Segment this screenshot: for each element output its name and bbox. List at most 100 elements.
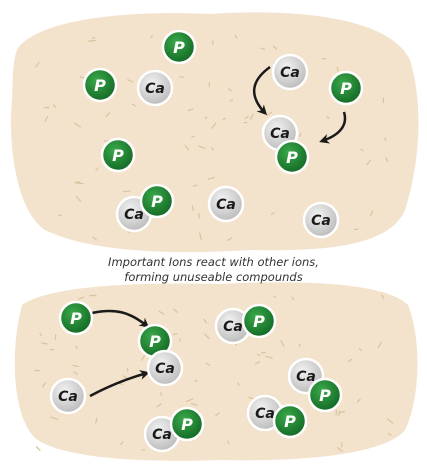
soil-speck bbox=[184, 145, 190, 151]
soil-speck bbox=[191, 135, 195, 138]
soil-speck bbox=[280, 340, 285, 347]
ion-label: Ca bbox=[311, 213, 331, 229]
soil-speck bbox=[72, 364, 79, 368]
soil-speck bbox=[260, 47, 266, 51]
soil-speck bbox=[381, 294, 385, 299]
soil-speck bbox=[35, 446, 41, 451]
curved-arrow-icon bbox=[89, 370, 150, 398]
soil-speck bbox=[337, 410, 341, 417]
soil-speck bbox=[347, 358, 353, 363]
ion-label: Ca bbox=[270, 126, 290, 142]
soil-speck bbox=[190, 403, 198, 406]
ion-label: P bbox=[253, 312, 265, 331]
soil-speck bbox=[41, 342, 48, 345]
soil-speck bbox=[199, 232, 202, 240]
soil-speck bbox=[215, 412, 220, 417]
soil-speck bbox=[74, 122, 81, 128]
soil-speck bbox=[204, 116, 208, 120]
soil-speck bbox=[326, 115, 330, 119]
ion-label: Ca bbox=[280, 65, 300, 81]
soil-speck bbox=[273, 295, 277, 298]
phosphorus-ion: P bbox=[328, 70, 364, 106]
soil-speck bbox=[234, 34, 238, 39]
soil-speck bbox=[131, 103, 136, 107]
soil-speck bbox=[228, 87, 232, 92]
curved-arrow-icon bbox=[91, 309, 150, 328]
soil-speck bbox=[229, 98, 233, 102]
ion-label: Ca bbox=[223, 319, 243, 335]
ion-label: Ca bbox=[124, 207, 144, 223]
phosphorus-ion: P bbox=[241, 303, 277, 339]
ion-label: Ca bbox=[58, 389, 78, 405]
soil-speck bbox=[203, 318, 207, 324]
soil-speck bbox=[387, 432, 392, 436]
calcium-ion: Ca bbox=[271, 53, 309, 91]
phosphorus-ion: P bbox=[58, 300, 94, 336]
soil-speck bbox=[369, 210, 374, 217]
soil-speck bbox=[95, 417, 98, 424]
phosphorus-ion: P bbox=[161, 29, 197, 65]
soil-speck bbox=[261, 351, 266, 354]
ion-label: P bbox=[70, 309, 82, 328]
soil-speck bbox=[387, 418, 394, 424]
ion-label: P bbox=[112, 146, 124, 165]
soil-speck bbox=[39, 332, 42, 336]
calcium-ion: Ca bbox=[146, 349, 184, 387]
phosphorus-ion: P bbox=[139, 183, 175, 219]
ion-label: P bbox=[94, 76, 106, 95]
soil-speck bbox=[384, 137, 387, 141]
soil-speck bbox=[53, 104, 57, 108]
ion-label: Ca bbox=[155, 361, 175, 377]
soil-speck bbox=[95, 167, 99, 171]
soil-speck bbox=[237, 382, 240, 386]
soil-speck bbox=[186, 398, 194, 403]
soil-speck bbox=[222, 117, 226, 120]
phosphorus-ion: P bbox=[274, 139, 310, 175]
soil-speck bbox=[156, 403, 162, 408]
soil-patch-bottom bbox=[14, 282, 418, 461]
calcium-ion: Ca bbox=[207, 185, 245, 223]
soil-speck bbox=[198, 145, 206, 149]
soil-speck bbox=[140, 354, 146, 361]
phosphorus-ion: P bbox=[307, 377, 343, 413]
phosphorus-ion: P bbox=[272, 403, 308, 439]
soil-speck bbox=[92, 236, 97, 241]
soil-speck bbox=[198, 212, 200, 219]
soil-speck bbox=[127, 79, 134, 83]
ion-label: P bbox=[284, 412, 296, 431]
soil-speck bbox=[187, 108, 194, 112]
soil-speck bbox=[205, 362, 211, 366]
soil-speck bbox=[44, 115, 49, 123]
soil-speck bbox=[336, 66, 339, 72]
soil-speck bbox=[227, 440, 230, 444]
soil-speck bbox=[74, 181, 81, 184]
soil-speck bbox=[358, 347, 363, 352]
soil-patch-top bbox=[10, 12, 419, 253]
ion-label: Ca bbox=[152, 427, 172, 443]
soil-speck bbox=[360, 148, 364, 152]
soil-speck bbox=[77, 296, 85, 300]
soil-speck bbox=[257, 354, 261, 357]
soil-speck bbox=[385, 157, 389, 162]
soil-speck bbox=[158, 310, 165, 315]
soil-speck bbox=[249, 113, 254, 121]
soil-speck bbox=[339, 410, 346, 414]
soil-speck bbox=[211, 122, 217, 129]
caption-line-2: forming unuseable compounds bbox=[124, 270, 303, 284]
soil-speck bbox=[57, 214, 62, 217]
calcium-ion: Ca bbox=[136, 69, 174, 107]
soil-speck bbox=[255, 361, 261, 365]
soil-speck bbox=[173, 308, 178, 313]
soil-speck bbox=[366, 159, 372, 166]
soil-speck bbox=[105, 111, 111, 118]
soil-speck bbox=[194, 379, 198, 383]
calcium-ion: Ca bbox=[49, 377, 87, 415]
soil-speck bbox=[75, 345, 78, 349]
ion-label: Ca bbox=[145, 81, 165, 97]
phosphorus-ion: P bbox=[82, 67, 118, 103]
soil-speck bbox=[160, 392, 162, 396]
soil-speck bbox=[50, 416, 58, 421]
soil-speck bbox=[35, 61, 40, 68]
soil-speck bbox=[192, 184, 198, 187]
